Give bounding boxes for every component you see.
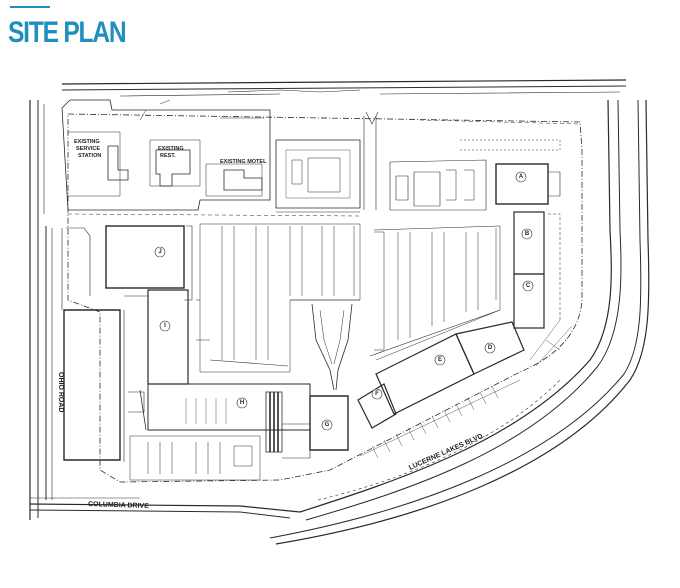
building-c bbox=[513, 273, 545, 329]
building-label-e: E bbox=[438, 357, 442, 363]
title-rule bbox=[10, 6, 50, 8]
ohio-road-lines bbox=[29, 100, 91, 520]
central-parking bbox=[196, 223, 361, 373]
existing-parcels bbox=[61, 99, 271, 211]
building-label-h: H bbox=[240, 400, 244, 406]
label-existing-service-station-2: SERVICE bbox=[76, 146, 100, 152]
building-b bbox=[513, 211, 545, 275]
building-h bbox=[147, 383, 311, 453]
property-boundary bbox=[67, 113, 583, 483]
lucerne-lakes-blvd-lines bbox=[269, 99, 650, 545]
label-lucerne-lakes-blvd: LUCERNE LAKES BLVD. bbox=[408, 432, 486, 472]
label-existing-motel: EXISTING MOTEL bbox=[220, 159, 267, 165]
building-g bbox=[282, 395, 349, 459]
northeast-parcel bbox=[389, 139, 561, 211]
east-parking bbox=[369, 225, 501, 361]
building-label-j: J bbox=[158, 249, 161, 255]
label-existing-service-station-3: STATION bbox=[78, 153, 101, 159]
label-ohio-road: OHIO ROAD bbox=[57, 372, 64, 412]
label-existing-service-station-1: EXISTING bbox=[74, 139, 100, 145]
building-a bbox=[495, 163, 561, 205]
building-i bbox=[124, 289, 189, 385]
west-building bbox=[63, 309, 147, 462]
central-entry-drive bbox=[290, 299, 360, 391]
building-label-a: A bbox=[519, 174, 524, 180]
building-letters: A B C D E F G H I J bbox=[158, 174, 531, 428]
building-d bbox=[455, 321, 525, 375]
page-title: SITE PLAN bbox=[8, 16, 127, 49]
label-existing-rest-1: EXISTING bbox=[158, 146, 184, 152]
building-label-c: C bbox=[526, 283, 531, 289]
building-markers bbox=[154, 171, 534, 431]
building-j bbox=[105, 225, 193, 301]
south-parking-arc bbox=[359, 319, 573, 459]
dashed-setback bbox=[67, 119, 581, 217]
north-road bbox=[61, 79, 627, 97]
columbia-drive-lines bbox=[29, 497, 301, 519]
north-center-parcel bbox=[275, 111, 379, 213]
building-label-b: B bbox=[525, 231, 530, 237]
building-label-g: G bbox=[325, 422, 330, 428]
building-label-f: F bbox=[375, 391, 379, 397]
southwest-parking bbox=[129, 435, 261, 481]
building-label-i: I bbox=[164, 323, 166, 329]
label-columbia-drive: COLUMBIA DRIVE bbox=[88, 501, 149, 510]
label-existing-rest-2: REST. bbox=[160, 153, 176, 159]
building-label-d: D bbox=[488, 345, 493, 351]
